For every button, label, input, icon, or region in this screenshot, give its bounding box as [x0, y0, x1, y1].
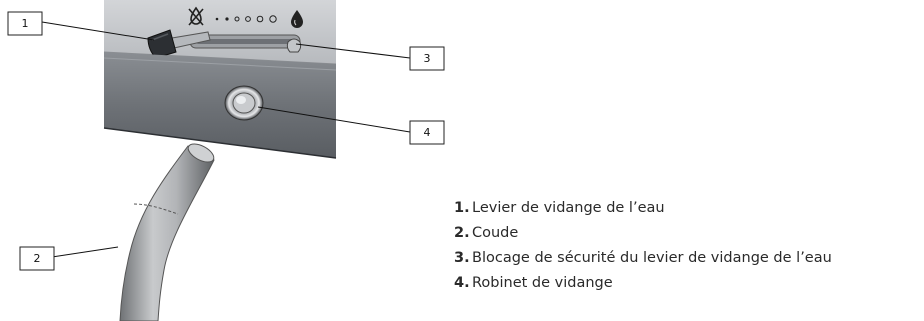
- legend-item: 4.Robinet de vidange: [454, 271, 832, 296]
- elbow-hose: [119, 143, 215, 321]
- leader-line-1: [41, 21, 155, 41]
- legend-item: 1.Levier de vidange de l’eau: [454, 196, 832, 221]
- callout-number: 1: [22, 17, 29, 30]
- leader-line-4: [257, 106, 411, 133]
- legend-number: 4.: [454, 275, 470, 291]
- legend-text: Coude: [472, 225, 519, 241]
- legend-number: 2.: [454, 225, 470, 241]
- legend-text: Blocage de sécurité du levier de vidange…: [472, 250, 832, 266]
- callout-number: 4: [424, 126, 431, 139]
- lever-slot: [189, 34, 301, 49]
- panel-icons: [188, 6, 303, 28]
- water-drop-icon: [291, 10, 303, 28]
- appliance-front-panel: [103, 52, 337, 159]
- leader-line-2: [51, 246, 119, 258]
- drain-lever: [147, 29, 211, 59]
- callout-number: 3: [424, 52, 431, 65]
- legend-number: 3.: [454, 250, 470, 266]
- callout-box-4: 4: [409, 120, 445, 145]
- parts-legend: 1.Levier de vidange de l’eau 2.Coude 3.B…: [454, 196, 832, 296]
- callout-box-3: 3: [409, 46, 445, 71]
- callout-box-1: 1: [7, 11, 43, 36]
- safety-lock: [286, 38, 302, 53]
- level-dots-icon: [215, 15, 277, 23]
- leader-line-3: [295, 43, 411, 59]
- drain-valve: [224, 85, 264, 121]
- legend-item: 3.Blocage de sécurité du levier de vidan…: [454, 246, 832, 271]
- legend-item: 2.Coude: [454, 221, 832, 246]
- callout-box-2: 2: [19, 246, 55, 271]
- legend-text: Levier de vidange de l’eau: [472, 200, 665, 216]
- legend-number: 1.: [454, 200, 470, 216]
- callout-number: 2: [34, 252, 41, 265]
- legend-text: Robinet de vidange: [472, 275, 613, 291]
- no-water-icon: [188, 6, 204, 26]
